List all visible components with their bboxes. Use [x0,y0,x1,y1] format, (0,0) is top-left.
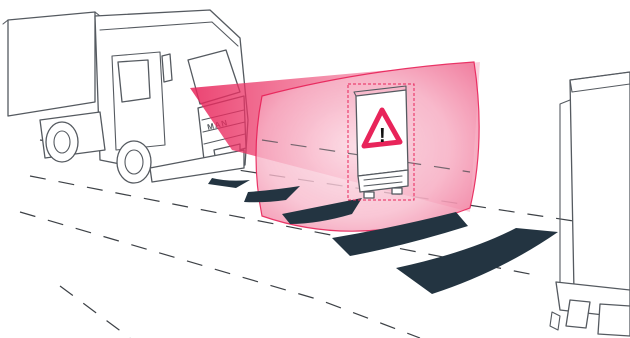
radar-wave-1 [208,178,250,188]
lead-trailer [550,72,630,336]
warning-exclamation: ! [379,125,386,147]
